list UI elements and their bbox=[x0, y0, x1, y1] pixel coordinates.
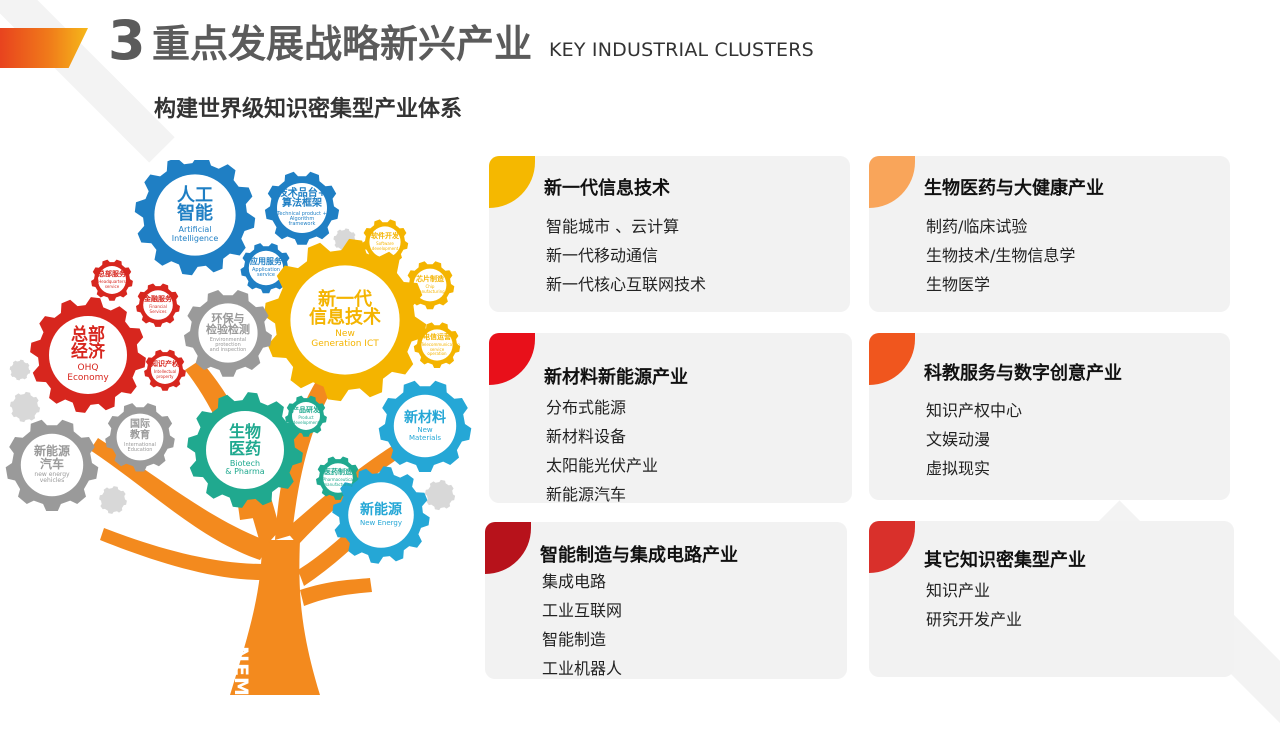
industry-card-bio: 生物医药与大健康产业制药/临床试验生物技术/生物信息学生物医学 bbox=[869, 156, 1230, 312]
section-title-english: KEY INDUSTRIAL CLUSTERS bbox=[549, 39, 814, 61]
gear-center bbox=[116, 413, 164, 461]
tree-branch bbox=[275, 350, 352, 540]
card-item-list: 知识产业研究开发产业 bbox=[926, 576, 1022, 634]
decorative-gear bbox=[99, 486, 127, 514]
card-title: 生物医药与大健康产业 bbox=[924, 178, 1104, 199]
card-title: 新一代信息技术 bbox=[544, 178, 670, 199]
card-title: 智能制造与集成电路产业 bbox=[540, 545, 738, 566]
industry-card-ict: 新一代信息技术智能城市 、云计算新一代移动通信新一代核心互联网技术 bbox=[489, 156, 850, 312]
gear-center bbox=[154, 174, 236, 256]
gear-center bbox=[348, 482, 414, 548]
card-accent-mark bbox=[485, 522, 531, 574]
card-item-list: 知识产权中心文娱动漫虚拟现实 bbox=[926, 396, 1022, 483]
gear-center bbox=[151, 356, 179, 384]
card-item: 新一代核心互联网技术 bbox=[546, 275, 707, 294]
gear-center bbox=[20, 433, 84, 497]
card-accent-mark bbox=[869, 521, 915, 573]
gear-center bbox=[98, 266, 126, 294]
card-item: 工业互联网 bbox=[542, 601, 623, 620]
industry-card-mfg: 智能制造与集成电路产业集成电路工业互联网智能制造工业机器人 bbox=[485, 522, 847, 679]
background-stripe bbox=[0, 0, 175, 163]
industry-card-other: 其它知识密集型产业知识产业研究开发产业 bbox=[869, 521, 1234, 677]
card-accent-mark bbox=[489, 156, 535, 208]
section-subtitle: 构建世界级知识密集型产业体系 bbox=[154, 97, 463, 122]
card-item: 智能城市 、云计算 bbox=[546, 217, 680, 236]
card-item: 制药/临床试验 bbox=[926, 217, 1028, 236]
card-item-list: 制药/临床试验生物技术/生物信息学生物医学 bbox=[926, 212, 1075, 299]
card-item-list: 智能城市 、云计算新一代移动通信新一代核心互联网技术 bbox=[546, 212, 706, 299]
card-item: 生物医学 bbox=[926, 275, 991, 294]
gear-center bbox=[290, 265, 400, 375]
card-title: 科教服务与数字创意产业 bbox=[924, 363, 1122, 384]
card-title: 新材料新能源产业 bbox=[544, 367, 688, 388]
decorative-gear bbox=[424, 479, 456, 511]
card-item: 知识产权中心 bbox=[926, 401, 1023, 420]
gear-center bbox=[277, 183, 327, 233]
card-item: 新能源汽车 bbox=[546, 485, 627, 503]
card-title: 其它知识密集型产业 bbox=[924, 550, 1086, 571]
card-item: 智能制造 bbox=[542, 630, 607, 649]
gear-center bbox=[292, 402, 320, 430]
gear-center bbox=[143, 290, 173, 320]
gear-center bbox=[206, 411, 284, 489]
card-accent-mark bbox=[489, 333, 535, 385]
tree-branch bbox=[300, 578, 372, 606]
trunk-label: IAB+NEM bbox=[230, 590, 252, 697]
gear-center bbox=[49, 316, 127, 394]
card-item: 新材料设备 bbox=[546, 427, 627, 446]
card-item: 新一代移动通信 bbox=[546, 246, 659, 265]
decorative-gear bbox=[9, 359, 31, 381]
card-item: 研究开发产业 bbox=[926, 610, 1023, 629]
section-number: 3 bbox=[108, 9, 146, 72]
card-item: 虚拟现实 bbox=[926, 459, 991, 478]
card-item: 太阳能光伏产业 bbox=[546, 456, 659, 475]
section-title: 重点发展战略新兴产业 bbox=[152, 22, 533, 66]
card-item: 知识产业 bbox=[926, 581, 991, 600]
tree-graphic bbox=[5, 154, 472, 695]
card-item: 生物技术/生物信息学 bbox=[926, 246, 1076, 265]
card-item: 工业机器人 bbox=[542, 659, 623, 678]
decorative-gear bbox=[9, 391, 41, 423]
card-item: 分布式能源 bbox=[546, 398, 627, 417]
tree-branch bbox=[100, 528, 264, 580]
card-accent-mark bbox=[869, 333, 915, 385]
card-item-list: 集成电路工业互联网智能制造工业机器人 bbox=[542, 567, 622, 679]
gear-center bbox=[248, 250, 284, 286]
industry-card-edu: 科教服务与数字创意产业知识产权中心文娱动漫虚拟现实 bbox=[869, 333, 1230, 500]
gear-center bbox=[198, 303, 258, 363]
card-item: 集成电路 bbox=[542, 572, 607, 591]
card-accent-mark bbox=[869, 156, 915, 208]
card-item-list: 分布式能源新材料设备太阳能光伏产业新能源汽车 bbox=[546, 393, 658, 503]
industry-card-materials: 新材料新能源产业分布式能源新材料设备太阳能光伏产业新能源汽车 bbox=[489, 333, 852, 503]
card-item: 文娱动漫 bbox=[926, 430, 991, 449]
gear-center bbox=[413, 268, 447, 302]
gear-center bbox=[421, 329, 453, 361]
gear-center bbox=[369, 226, 401, 258]
tree-branch bbox=[230, 540, 320, 695]
gear-center bbox=[393, 394, 457, 458]
